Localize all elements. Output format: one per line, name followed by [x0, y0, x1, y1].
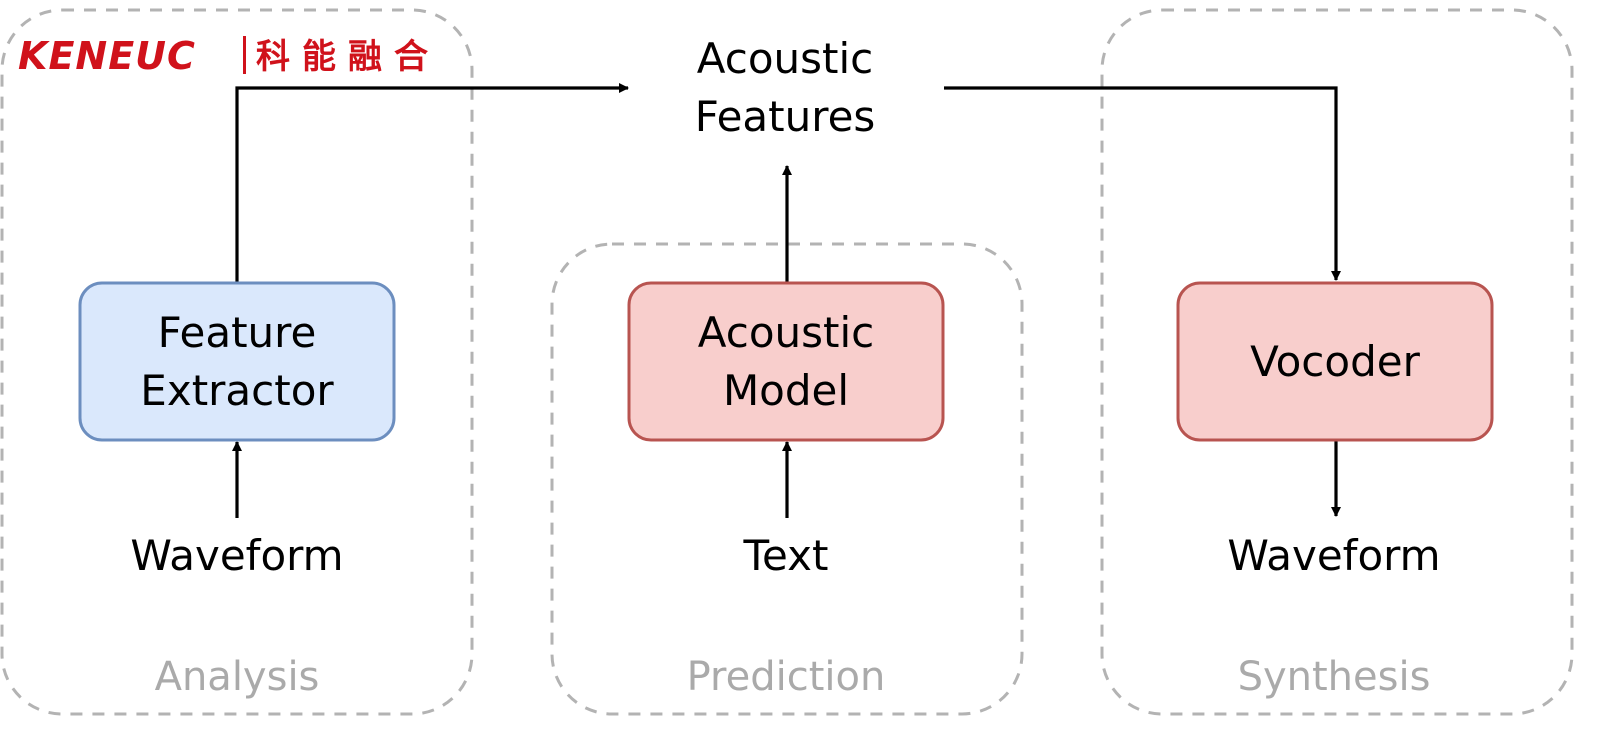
- feature-extractor-label-line1: Feature: [158, 308, 317, 357]
- acoustic-model-label-line2: Model: [723, 366, 849, 415]
- analysis-input-waveform: Waveform: [130, 531, 343, 580]
- feature-extractor-box: [78, 281, 396, 442]
- prediction-input-text: Text: [743, 531, 829, 580]
- prediction-section-label: Prediction: [687, 654, 886, 700]
- logo-divider: [243, 36, 246, 74]
- synthesis-section-border: [1100, 8, 1574, 716]
- vocoder-box: [1176, 281, 1494, 442]
- acoustic-features-label-line1: Acoustic: [697, 34, 874, 83]
- arrow-features-to-vocoder: [944, 86, 1341, 281]
- arrow-extractor-to-features: [235, 83, 629, 282]
- logo-wordmark: KENEUC: [18, 34, 196, 78]
- logo-chinese: 科能融合: [256, 37, 440, 77]
- acoustic-features-label-line2: Features: [695, 92, 876, 141]
- acoustic-model-box: [627, 281, 945, 442]
- prediction-section-border: [550, 242, 1024, 716]
- analysis-section-border: [0, 8, 474, 716]
- synthesis-output-waveform: Waveform: [1227, 531, 1440, 580]
- keneuc-logo: KENEUC 科能融合: [18, 34, 440, 78]
- vocoder-label: Vocoder: [1250, 337, 1420, 386]
- acoustic-model-label-line1: Acoustic: [698, 308, 875, 357]
- feature-extractor-label-line2: Extractor: [140, 366, 334, 415]
- analysis-section-label: Analysis: [155, 654, 320, 700]
- synthesis-section-label: Synthesis: [1238, 654, 1431, 700]
